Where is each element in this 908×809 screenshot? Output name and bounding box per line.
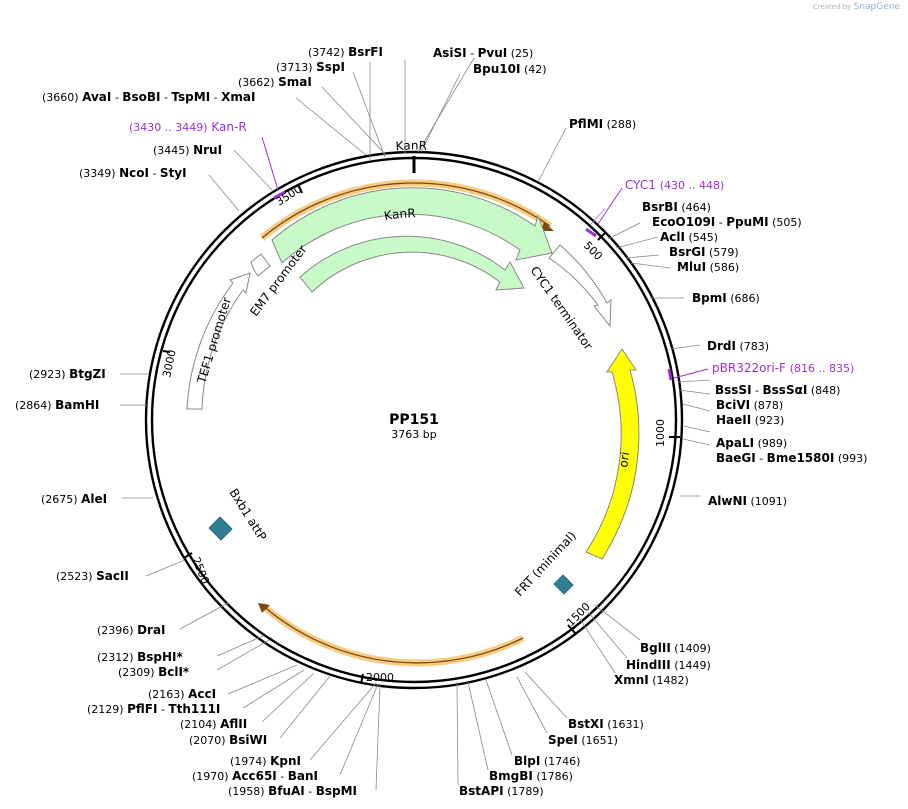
site-label-avai: (3660) AvaI - BsoBI - TspMI - XmaI: [42, 90, 255, 104]
tick-marks: [162, 185, 680, 685]
primer-kanr-marker: [273, 190, 286, 200]
feature-kanr-outer[interactable]: [271, 187, 553, 264]
feature-cyc1-terminator[interactable]: [548, 244, 612, 328]
site-label-bfuai: (1958) BfuAI - BspMI: [228, 784, 357, 798]
site-label-btgzi: (2923) BtgZI: [29, 367, 106, 381]
primer-label-cyc1: CYC1 (430 .. 448): [625, 178, 724, 192]
tick-label-3500: 3500: [274, 182, 305, 208]
site-label-acci: (2163) AccI: [148, 687, 216, 701]
site-label-bpmi: BpmI (686): [692, 291, 760, 305]
site-label-bcli: (2309) BclI*: [118, 665, 190, 679]
primer-pbr322-marker: [667, 368, 673, 381]
feature-em7-promoter[interactable]: [250, 253, 271, 277]
site-label-ecoo109i: EcoO109I - PpuMI (505): [652, 215, 802, 229]
plasmid-length: 3763 bp: [391, 428, 436, 441]
feature-label-kanr-outer: KanR: [395, 139, 427, 154]
site-label-haeii: HaeII (923): [716, 413, 784, 427]
tick-label-2000: 2000: [366, 671, 394, 684]
feature-tef1-promoter[interactable]: [186, 272, 251, 410]
primer-cyc1-marker: [585, 227, 597, 238]
site-label-bsrgi: BsrGI (579): [669, 245, 739, 259]
feature-label-kanr-inner: KanR: [383, 206, 416, 223]
site-label-mlui: MluI (586): [677, 260, 739, 274]
site-label-bpu10i: Bpu10I (42): [473, 62, 547, 76]
feature-bxb1-attp-marker[interactable]: [208, 516, 233, 541]
feature-kanr-inner[interactable]: [299, 235, 525, 293]
site-label-bcivi: BciVI (878): [716, 398, 783, 412]
orange-arc-bottom: [259, 602, 525, 667]
site-label-alei: (2675) AleI: [41, 492, 107, 506]
primer-markers: [261, 136, 709, 381]
site-label-pflmi: PflMI (288): [569, 117, 636, 131]
site-label-aflii: (2104) AflII: [180, 717, 247, 731]
tick-label-500: 500: [581, 239, 605, 263]
site-label-bstxi: BstXI (1631): [568, 717, 644, 731]
site-label-asisi: AsiSI - PvuI (25): [433, 46, 533, 60]
snapgene-brand: SnapGene: [853, 2, 900, 12]
site-label-blpi: BlpI (1746): [514, 754, 580, 768]
feature-frt-marker[interactable]: [553, 574, 574, 595]
site-label-bsiwi: (2070) BsiWI: [189, 733, 267, 747]
site-label-bglii: BglII (1409): [640, 641, 711, 655]
site-label-acc65i: (1970) Acc65I - BanI: [192, 769, 318, 783]
plasmid-name: PP151: [389, 412, 439, 428]
site-label-alwni: AlwNI (1091): [708, 494, 787, 508]
site-label-bsphi: (2312) BspHI*: [97, 650, 183, 664]
tick-label-3000: 3000: [160, 349, 179, 379]
site-label-apali: ApaLI (989): [716, 436, 787, 450]
site-label-spei: SpeI (1651): [548, 733, 618, 747]
site-label-bsrfi: (3742) BsrFI: [308, 45, 383, 59]
tick-label-1000: 1000: [654, 419, 667, 447]
site-label-hindiii: HindIII (1449): [626, 658, 711, 672]
site-label-baegi: BaeGI - Bme1580I (993): [716, 451, 867, 465]
feature-label-ori: ori: [616, 451, 632, 469]
primer-label-kanr: (3430 .. 3449) Kan-R: [129, 120, 247, 134]
site-labels: (3742) BsrFI (3713) SspI (3662) SmaI (36…: [15, 45, 867, 798]
site-label-sspi: (3713) SspI: [276, 60, 345, 74]
site-label-sacii: (2523) SacII: [56, 569, 129, 583]
leader-lines: [120, 57, 711, 791]
feature-label-tef1-promoter: TEF1 promoter: [194, 296, 234, 386]
site-label-bamhi: (2864) BamHI: [15, 398, 99, 412]
site-label-bsrbi: BsrBI (464): [642, 200, 711, 214]
site-label-ncoi: (3349) NcoI - StyI: [79, 166, 187, 180]
site-label-drai: (2396) DraI: [97, 623, 166, 637]
primer-label-pbr322: pBR322ori-F (816 .. 835): [712, 361, 854, 375]
feature-label-bxb1-attp: Bxb1 attP: [226, 486, 269, 543]
site-label-nrui: (3445) NruI: [153, 143, 222, 157]
site-label-kpni: (1974) KpnI: [230, 754, 301, 768]
backbone-outer: [144, 150, 684, 690]
site-label-bsssi: BssSI - BssSαI (848): [715, 383, 840, 397]
site-label-pflfi: (2129) PflFI - Tth111I: [87, 702, 220, 716]
site-label-smai: (3662) SmaI: [238, 75, 312, 89]
site-label-xmni: XmnI (1482): [614, 673, 689, 687]
site-label-bmgbi: BmgBI (1786): [489, 769, 573, 783]
site-label-acli: AclI (545): [660, 230, 718, 244]
primer-labels: (3430 .. 3449) Kan-R CYC1 (430 .. 448) p…: [129, 120, 854, 375]
feature-ori[interactable]: [585, 348, 640, 560]
site-label-drdi: DrdI (783): [707, 339, 769, 353]
site-label-bstapi: BstAPI (1789): [459, 784, 544, 798]
snapgene-watermark: Created by SnapGene: [812, 2, 900, 12]
